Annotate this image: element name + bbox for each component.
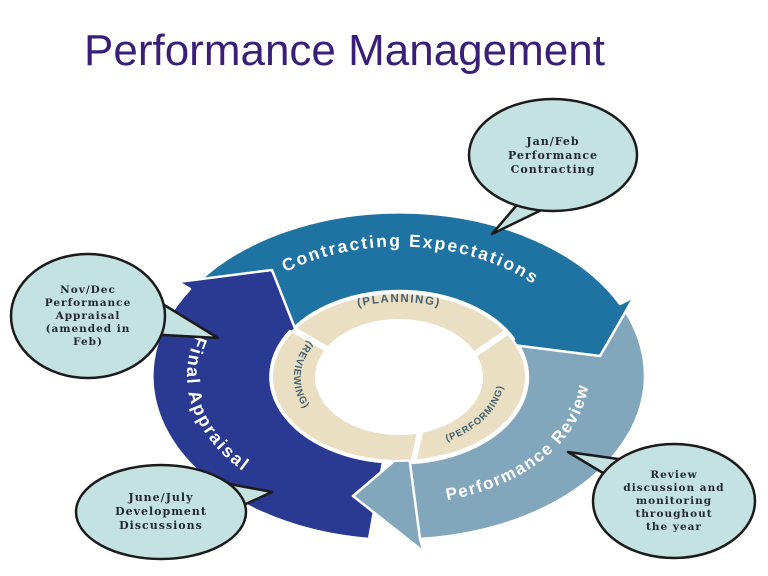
inner-ring (270, 292, 528, 462)
callout-nov-dec-text: Nov/Dec Performance Appraisal (amended i… (44, 283, 132, 348)
callout-jan-feb-text: Jan/Feb Performance Contracting (507, 135, 599, 176)
callout-jan-feb-bubble (467, 97, 639, 236)
label-planning: (PLANNING) (356, 293, 442, 310)
callout-review-bubble (566, 442, 757, 560)
arc-contracting-expectations (191, 211, 636, 358)
callout-review-text: Review discussion and monitoring through… (623, 468, 725, 533)
callout-nov-dec-bubble (9, 252, 220, 380)
callout-june-july-text: June/July Development Discussions (115, 491, 207, 532)
arrowhead-performance-review (351, 448, 426, 554)
page-title: Performance Management (84, 26, 605, 75)
callout-june-july-bubble (74, 463, 274, 561)
inner-ring-gaps (292, 327, 509, 461)
